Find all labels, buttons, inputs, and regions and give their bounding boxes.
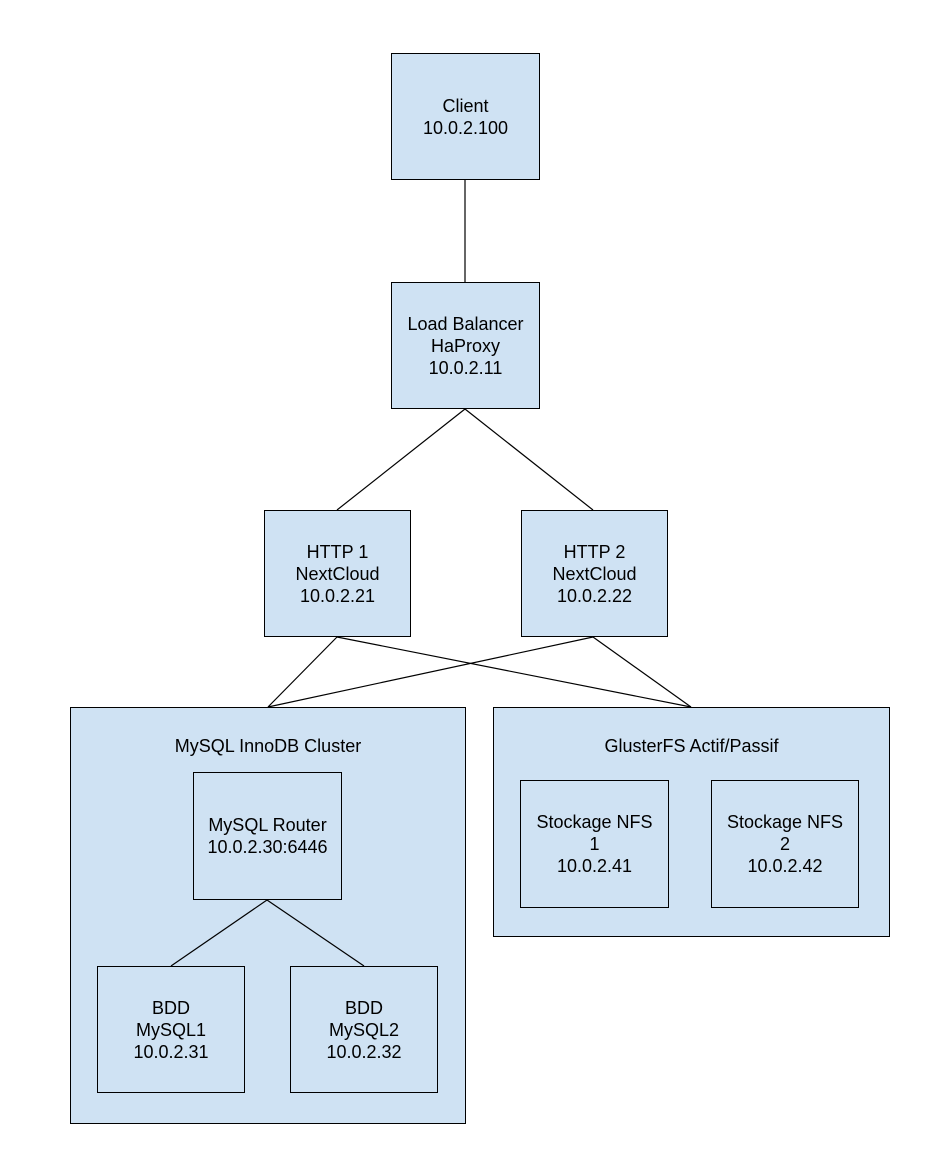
mysql-cluster-title: MySQL InnoDB Cluster xyxy=(174,736,362,756)
link-loadbalancer-http2 xyxy=(464,408,594,511)
http2-ip: 10.0.2.22 xyxy=(556,585,633,606)
bdd1-label: BDD xyxy=(151,997,190,1018)
http2-software: NextCloud xyxy=(552,563,637,584)
mysql-router-ip: 10.0.2.30:6446 xyxy=(207,837,328,857)
client-ip: 10.0.2.100 xyxy=(422,117,509,138)
load-balancer-label: Load Balancer xyxy=(407,313,524,334)
nfs1-ip: 10.0.2.41 xyxy=(556,856,633,876)
link-http2-mysql xyxy=(267,636,594,708)
nfs2-node: Stockage NFS 2 10.0.2.42 xyxy=(711,780,859,908)
nfs1-label: Stockage NFS xyxy=(536,812,653,832)
link-http1-mysql xyxy=(267,636,338,708)
bdd2-ip: 10.0.2.32 xyxy=(326,1041,402,1062)
bdd1-name: MySQL1 xyxy=(135,1019,207,1040)
link-router-bdd1 xyxy=(170,899,268,967)
link-router-bdd2 xyxy=(266,899,365,967)
bdd2-name: MySQL2 xyxy=(328,1019,400,1040)
link-http2-glusterfs xyxy=(592,636,692,708)
http1-software: NextCloud xyxy=(295,563,380,584)
nfs1-number: 1 xyxy=(589,834,600,854)
http2-label: HTTP 2 xyxy=(563,541,626,562)
bdd2-label: BDD xyxy=(344,997,383,1018)
load-balancer-node: Load Balancer HaProxy 10.0.2.11 xyxy=(391,282,540,409)
bdd-mysql1-node: BDD MySQL1 10.0.2.31 xyxy=(97,966,245,1093)
nfs2-number: 2 xyxy=(779,834,790,854)
mysql-router-label: MySQL Router xyxy=(208,815,327,835)
client-node: Client 10.0.2.100 xyxy=(391,53,540,180)
glusterfs-title: GlusterFS Actif/Passif xyxy=(604,736,779,756)
mysql-router-node: MySQL Router 10.0.2.30:6446 xyxy=(193,772,342,900)
http2-node: HTTP 2 NextCloud 10.0.2.22 xyxy=(521,510,668,637)
load-balancer-software: HaProxy xyxy=(430,335,501,356)
link-http1-glusterfs xyxy=(336,636,692,708)
load-balancer-ip: 10.0.2.11 xyxy=(428,357,503,378)
http1-ip: 10.0.2.21 xyxy=(299,585,376,606)
link-loadbalancer-http1 xyxy=(336,408,466,511)
bdd-mysql2-node: BDD MySQL2 10.0.2.32 xyxy=(290,966,438,1093)
nfs2-ip: 10.0.2.42 xyxy=(747,856,823,876)
nfs2-label: Stockage NFS xyxy=(726,812,844,832)
http1-node: HTTP 1 NextCloud 10.0.2.21 xyxy=(264,510,411,637)
http1-label: HTTP 1 xyxy=(306,541,369,562)
client-label: Client xyxy=(442,95,489,116)
bdd1-ip: 10.0.2.31 xyxy=(133,1041,209,1062)
nfs1-node: Stockage NFS 1 10.0.2.41 xyxy=(520,780,669,908)
